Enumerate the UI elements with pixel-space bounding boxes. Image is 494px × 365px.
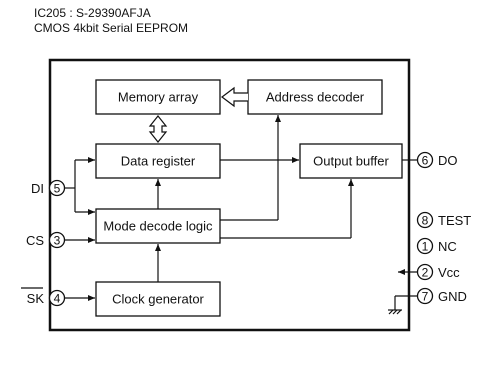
svg-text:SK: SK — [27, 291, 45, 306]
svg-text:1: 1 — [422, 240, 429, 254]
pin-cs: 3 CS — [26, 231, 66, 249]
svg-text:DI: DI — [31, 181, 44, 196]
svg-text:6: 6 — [422, 154, 429, 168]
svg-text:NC: NC — [438, 239, 457, 254]
pin-gnd: 7 GND — [416, 287, 467, 305]
pin-nc: 1 NC — [416, 237, 457, 255]
address-decoder-block: Address decoder — [247, 79, 383, 115]
chip-description: CMOS 4kbit Serial EEPROM — [34, 21, 189, 35]
svg-text:Address decoder: Address decoder — [266, 90, 365, 105]
svg-text:DO: DO — [438, 153, 458, 168]
data-register-block: Data register — [95, 143, 221, 179]
svg-text:Memory array: Memory array — [118, 90, 199, 105]
svg-text:4: 4 — [54, 292, 61, 306]
svg-text:Clock generator: Clock generator — [112, 292, 204, 307]
pin-di: 5 DI — [31, 179, 66, 197]
svg-text:Vcc: Vcc — [438, 265, 460, 280]
pin-vcc: 2 Vcc — [416, 263, 460, 281]
svg-text:Output buffer: Output buffer — [313, 154, 389, 169]
svg-text:Mode decode logic: Mode decode logic — [103, 219, 213, 234]
chip-outline — [48, 58, 411, 332]
clock-generator-block: Clock generator — [95, 281, 221, 317]
chip-part-number: IC205 : S-29390AFJA — [34, 6, 151, 20]
pin-do: 6 DO — [416, 151, 458, 169]
pin-test: 8 TEST — [416, 211, 471, 229]
memory-array-block: Memory array — [95, 79, 221, 115]
pin-sk: 4 SK — [21, 287, 66, 307]
svg-text:CS: CS — [26, 233, 44, 248]
svg-text:Data register: Data register — [121, 154, 196, 169]
svg-text:8: 8 — [422, 214, 429, 228]
svg-text:3: 3 — [54, 234, 61, 248]
mode-decode-logic-block: Mode decode logic — [95, 208, 221, 244]
memory-data-bidirectional-arrow — [148, 115, 168, 143]
svg-text:2: 2 — [422, 266, 429, 280]
svg-text:TEST: TEST — [438, 213, 471, 228]
output-buffer-block: Output buffer — [299, 143, 403, 179]
svg-text:7: 7 — [422, 290, 429, 304]
svg-text:5: 5 — [54, 182, 61, 196]
svg-text:GND: GND — [438, 289, 467, 304]
address-to-memory-hollow-arrow — [221, 86, 248, 108]
